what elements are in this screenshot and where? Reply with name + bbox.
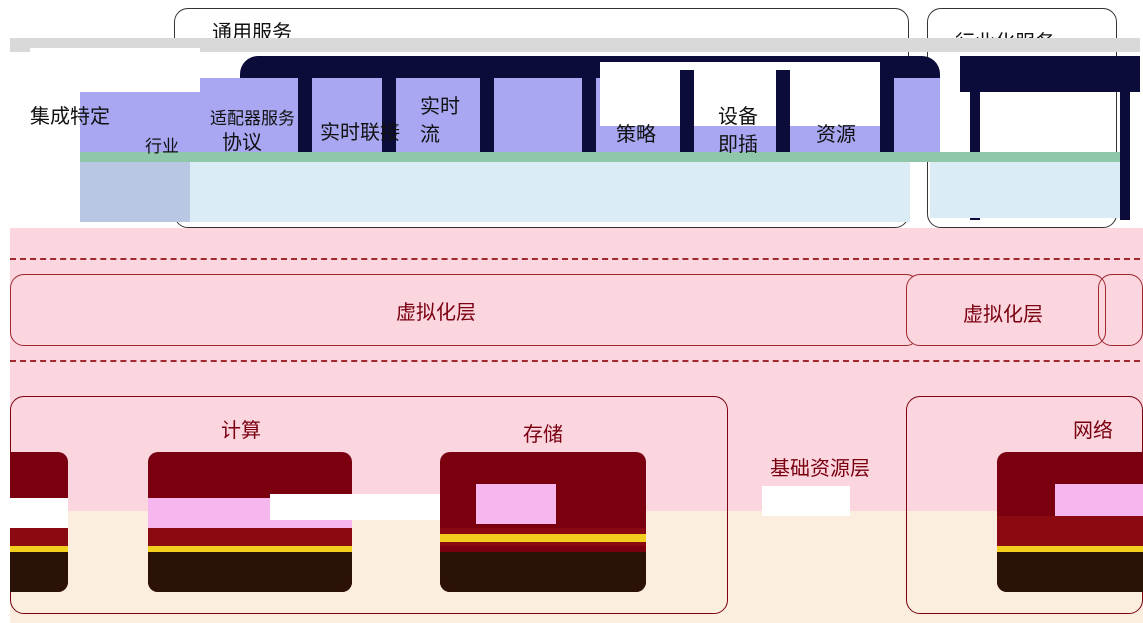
pillar-2	[382, 70, 396, 160]
flow-label: 流	[420, 122, 440, 146]
teal-stripe	[80, 152, 1120, 162]
compute-connector	[270, 494, 440, 520]
network-card	[997, 452, 1143, 592]
pillar-1	[298, 70, 312, 160]
protocol-label: 协议	[222, 130, 262, 154]
cell-white-2	[600, 62, 880, 126]
storage-card	[440, 452, 646, 592]
resource-label: 资源	[816, 122, 856, 146]
policy-label: 策略	[616, 122, 656, 146]
ice-zone-mid	[190, 162, 910, 222]
ice-zone-left	[80, 162, 200, 222]
realtime-label: 实时	[420, 94, 460, 118]
storage-label: 存储	[523, 422, 563, 446]
pillar-5	[680, 70, 694, 160]
industry-label: 行业	[145, 137, 179, 157]
pillar-4	[582, 70, 596, 160]
dashed-line-2	[10, 360, 1140, 362]
base-layer-white-patch	[762, 486, 850, 516]
virtualization-box-main	[10, 274, 920, 346]
adapter-service-label: 适配器服务	[210, 109, 295, 129]
dashed-line-1	[10, 258, 1140, 260]
pillar-6	[776, 70, 790, 160]
compute-label: 计算	[221, 418, 261, 442]
pillar-9	[1120, 70, 1130, 220]
virtualization-box-right	[906, 274, 1106, 346]
pillar-7	[880, 70, 894, 160]
pillar-3	[480, 70, 494, 160]
integration-label: 集成特定	[30, 104, 110, 128]
device-label: 设备	[718, 104, 758, 128]
virtualization-label-right: 虚拟化层	[963, 302, 1043, 326]
access-label: 即插	[718, 132, 758, 156]
compute-card-partial	[10, 452, 68, 592]
navy-right-band	[960, 56, 1140, 92]
base-layer-label: 基础资源层	[770, 456, 870, 480]
compute-card	[148, 452, 352, 592]
ice-zone-right	[930, 162, 1120, 218]
virtualization-box-edge	[1098, 274, 1143, 346]
pillar-8	[970, 70, 980, 220]
realtime-link-label: 实时联接	[320, 120, 400, 144]
top-gray-strip	[10, 38, 1140, 52]
network-label: 网络	[1073, 418, 1113, 442]
virtualization-label-main: 虚拟化层	[396, 300, 476, 324]
cell-white-1	[30, 48, 200, 92]
